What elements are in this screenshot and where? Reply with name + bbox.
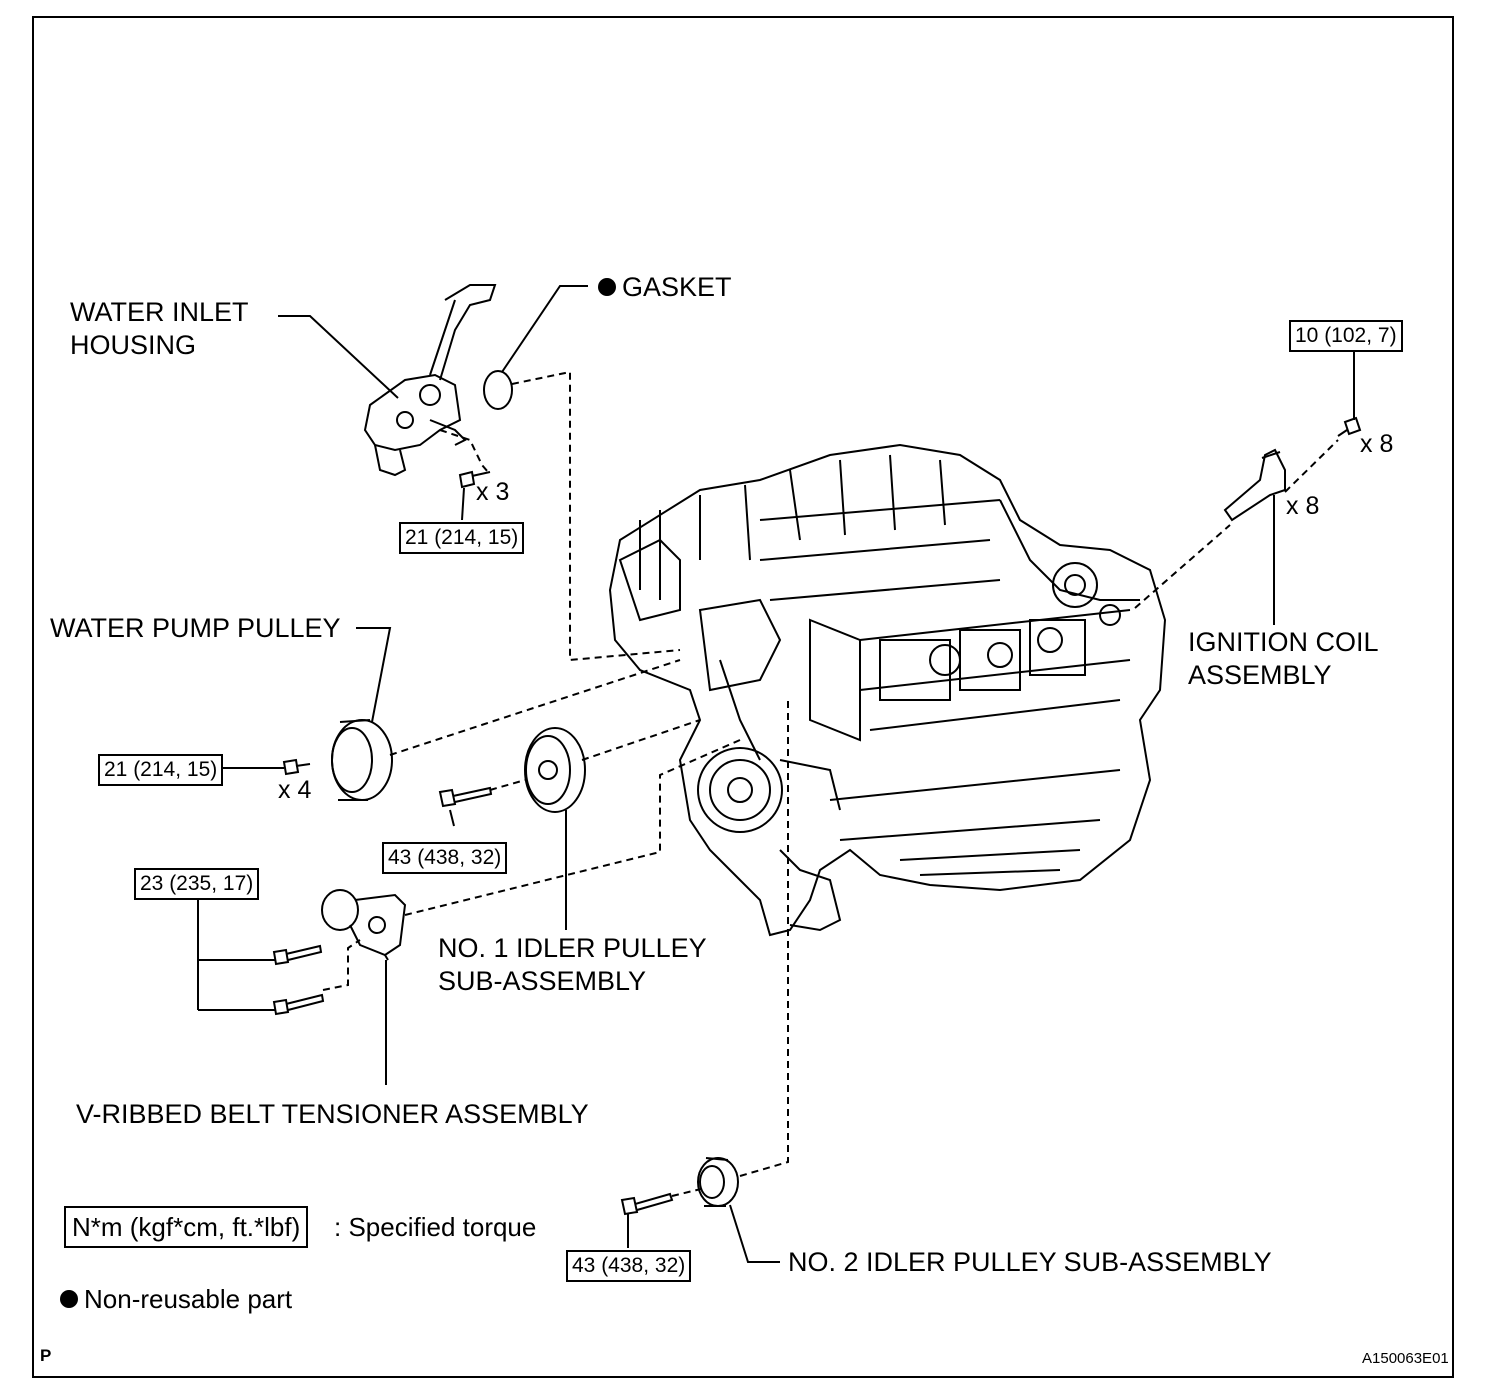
label-ignition-coil: IGNITION COIL ASSEMBLY <box>1188 627 1379 690</box>
no1-idler-bolt <box>438 786 493 808</box>
label-no1-idler-pulley: NO. 1 IDLER PULLEY SUB-ASSEMBLY <box>438 933 707 996</box>
torque-ignition-coil: 10 (102, 7) <box>1289 320 1403 352</box>
tensioner-bolt-lower <box>272 993 325 1016</box>
label-gasket-text: GASKET <box>622 272 732 302</box>
water-pump-bolt <box>282 758 311 776</box>
engine-block <box>608 443 1167 937</box>
torque-tensioner: 23 (235, 17) <box>134 868 260 900</box>
label-water-pump-pulley: WATER PUMP PULLEY <box>50 613 341 643</box>
torque-no1-idler: 43 (438, 32) <box>382 842 508 874</box>
dashed-lines <box>322 370 1339 1197</box>
tensioner-bolt-upper <box>272 944 323 966</box>
qty-ignition-coils: x 8 <box>1286 492 1320 520</box>
legend-non-reusable: Non-reusable part <box>60 1284 292 1315</box>
figure-id: A150063E01 <box>1362 1350 1449 1367</box>
tensioner-part <box>321 889 407 961</box>
no2-idler-bolt <box>620 1192 674 1216</box>
qty-ignition-coil-bolts: x 8 <box>1360 430 1394 458</box>
qty-water-inlet-bolts: x 3 <box>476 478 510 506</box>
legend-torque-text: : Specified torque <box>334 1212 537 1242</box>
legend-non-reusable-text: Non-reusable part <box>84 1284 293 1314</box>
legend-torque-box: N*m (kgf*cm, ft.*lbf) <box>64 1206 309 1248</box>
label-v-ribbed-belt-tensioner: V-RIBBED BELT TENSIONER ASSEMBLY <box>76 1099 589 1129</box>
no1-idler-pulley-part <box>524 727 586 813</box>
label-no2-idler-pulley: NO. 2 IDLER PULLEY SUB-ASSEMBLY <box>788 1247 1272 1277</box>
no2-idler-pulley-part <box>697 1157 739 1207</box>
non-reusable-dot-icon <box>60 1290 78 1309</box>
water-pump-pulley-part <box>331 719 393 801</box>
corner-mark: P <box>40 1346 52 1365</box>
ignition-coil-bolt <box>1337 416 1362 437</box>
torque-water-pump: 21 (214, 15) <box>98 754 224 786</box>
ignition-coil-part <box>1223 448 1286 522</box>
diagram-frame <box>32 16 1454 1378</box>
gasket-part <box>483 370 513 410</box>
label-gasket: GASKET <box>598 271 732 304</box>
torque-water-inlet: 21 (214, 15) <box>399 522 525 554</box>
water-inlet-bolt <box>458 470 491 489</box>
water-inlet-housing-part <box>363 284 497 477</box>
qty-water-pump-bolts: x 4 <box>278 776 312 804</box>
leader-lines <box>197 285 1355 1263</box>
torque-no2-idler: 43 (438, 32) <box>566 1250 692 1282</box>
non-reusable-dot-icon <box>598 277 616 296</box>
label-water-inlet-housing: WATER INLET HOUSING <box>70 297 249 360</box>
